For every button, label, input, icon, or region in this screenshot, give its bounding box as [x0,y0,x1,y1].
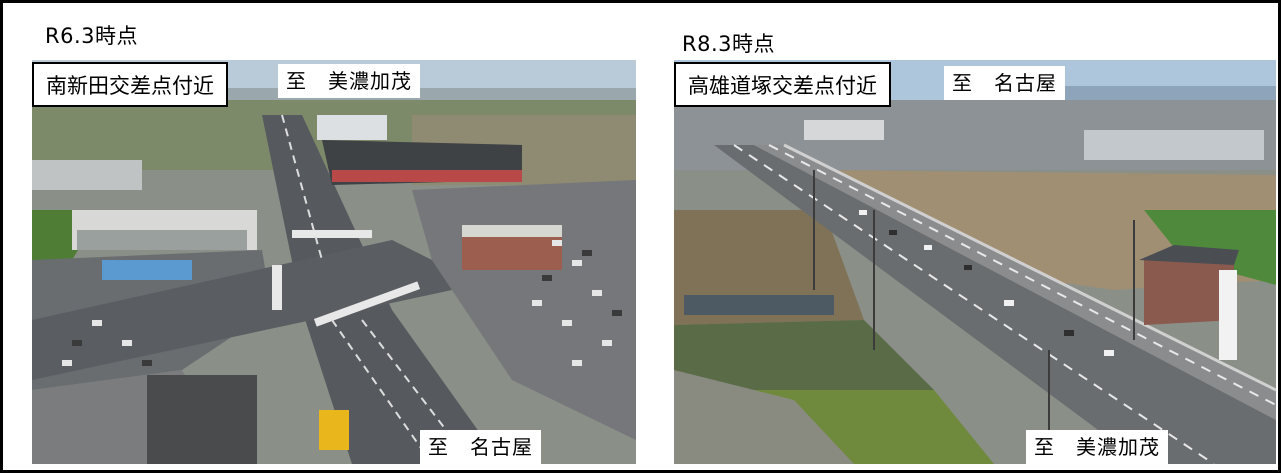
right-direction-top: 至 名古屋 [944,66,1065,100]
left-direction-top: 至 美濃加茂 [278,64,420,98]
right-location-label: 高雄道塚交差点付近 [674,62,891,107]
right-direction-bottom: 至 美濃加茂 [1026,430,1168,464]
left-panel-heading: R6.3時点 [45,24,138,48]
left-aerial-photo: 南新田交差点付近 至 美濃加茂 至 名古屋 [32,60,636,464]
right-panel-heading: R8.3時点 [682,32,775,56]
left-photo-illustration [32,60,636,464]
right-photo-illustration [674,60,1276,464]
right-aerial-photo: 高雄道塚交差点付近 至 名古屋 至 美濃加茂 [674,60,1276,464]
left-location-label: 南新田交差点付近 [32,62,228,107]
left-direction-bottom: 至 名古屋 [420,430,541,464]
